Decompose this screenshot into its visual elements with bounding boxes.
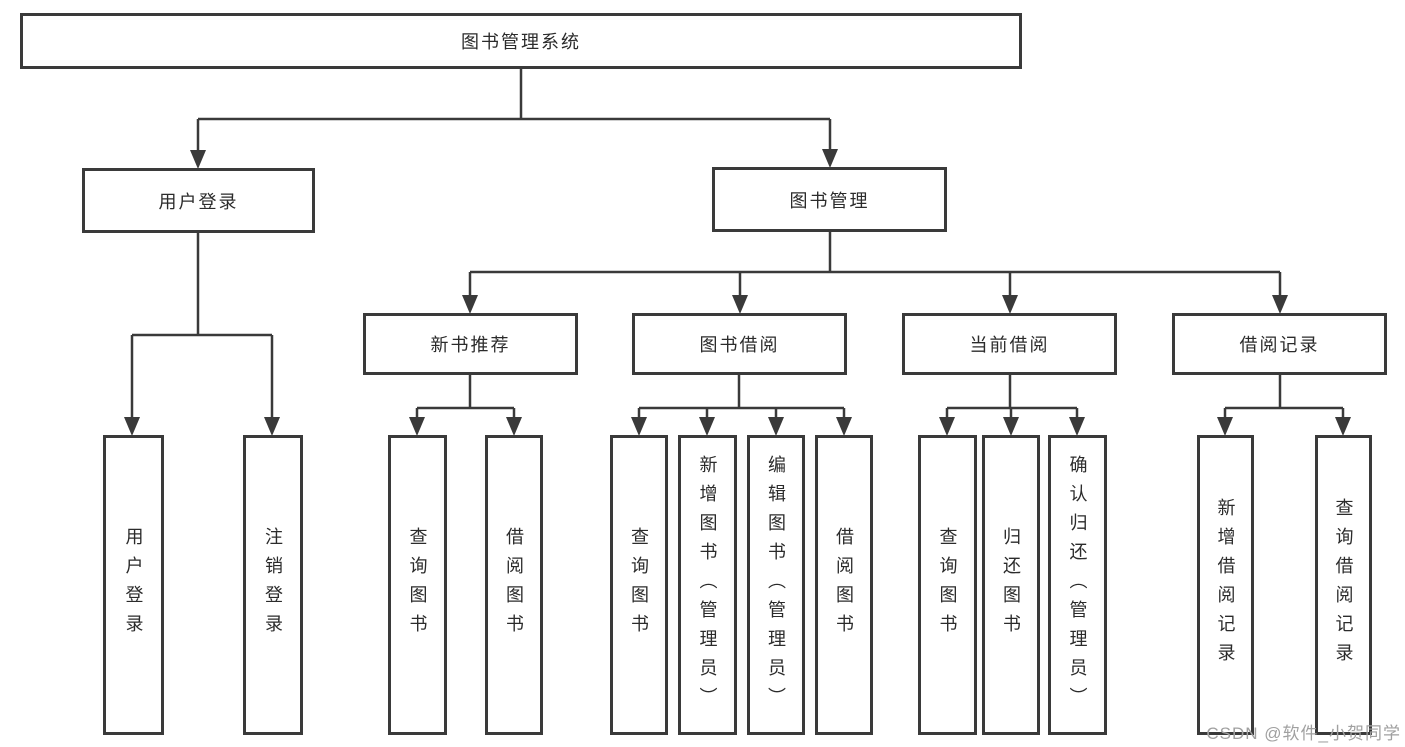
leaf-query-borrow-record: 查询借阅记录 [1315,435,1372,735]
leaf-recommend-query-books-label: 查询图书 [407,527,428,643]
leaf-return-books: 归还图书 [982,435,1040,735]
leaf-edit-books-admin-label: 编辑图书（管理员） [766,454,786,716]
node-book-management: 图书管理 [712,167,947,232]
leaf-query-borrow-record-label: 查询借阅记录 [1333,498,1354,672]
leaf-user-login: 用户登录 [103,435,164,735]
leaf-user-login-label: 用户登录 [123,527,144,643]
node-root-label: 图书管理系统 [461,32,581,52]
leaf-recommend-borrow-books: 借阅图书 [485,435,543,735]
leaf-logout-label: 注销登录 [263,527,283,643]
leaf-borrow-query-books-label: 查询图书 [629,527,649,643]
node-user-login: 用户登录 [82,168,315,233]
node-root: 图书管理系统 [20,13,1022,69]
node-borrow-records: 借阅记录 [1172,313,1387,375]
csdn-watermark: CSDN @软件_小贺同学 [1206,724,1401,743]
node-new-book-recommend: 新书推荐 [363,313,578,375]
node-book-management-label: 图书管理 [789,190,870,211]
node-borrow-records-label: 借阅记录 [1239,335,1320,355]
leaf-add-books-admin: 新增图书（管理员） [678,435,737,735]
leaf-recommend-query-books: 查询图书 [388,435,447,735]
leaf-current-query-books: 查询图书 [918,435,977,735]
leaf-add-borrow-record: 新增借阅记录 [1197,435,1254,735]
leaf-return-books-label: 归还图书 [1001,527,1021,643]
leaf-add-borrow-record-label: 新增借阅记录 [1215,498,1236,672]
node-book-borrow-label: 图书借阅 [699,335,780,355]
leaf-borrow-query-books: 查询图书 [610,435,668,735]
node-current-borrow: 当前借阅 [902,313,1117,375]
leaf-confirm-return-admin: 确认归还（管理员） [1048,435,1107,735]
node-new-book-recommend-label: 新书推荐 [430,335,511,355]
leaf-borrow-books: 借阅图书 [815,435,873,735]
leaf-edit-books-admin: 编辑图书（管理员） [747,435,805,735]
node-current-borrow-label: 当前借阅 [969,335,1050,355]
leaf-logout: 注销登录 [243,435,303,735]
leaf-current-query-books-label: 查询图书 [937,527,958,643]
leaf-add-books-admin-label: 新增图书（管理员） [697,454,718,716]
leaf-confirm-return-admin-label: 确认归还（管理员） [1067,454,1088,716]
node-book-borrow: 图书借阅 [632,313,847,375]
node-user-login-label: 用户登录 [158,191,239,212]
leaf-borrow-books-label: 借阅图书 [834,527,854,643]
leaf-recommend-borrow-books-label: 借阅图书 [504,527,524,643]
